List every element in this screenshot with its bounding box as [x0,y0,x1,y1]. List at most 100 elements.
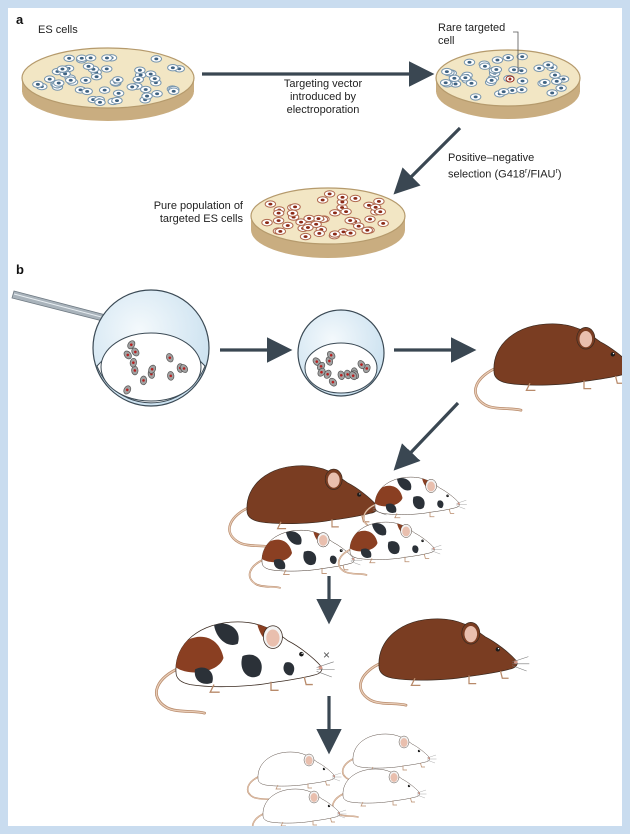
cell [479,62,491,70]
embryo-cell [317,367,326,377]
cell [349,194,362,203]
cell [111,96,123,105]
embryo-cell [148,364,157,374]
pure-line-2: targeted ES cells [159,213,243,225]
cell [141,92,153,100]
cell [364,215,376,223]
cell [336,193,349,201]
cell [361,226,373,234]
cell [439,79,452,87]
cell [490,65,503,74]
figure-panel: a ES cells Rare targeted cell Targeting … [8,8,622,826]
inner-cell-mass [123,340,189,395]
cell [53,79,65,87]
cell [289,203,301,211]
cell [542,61,554,69]
cell [151,90,163,98]
white-mouse [331,768,427,818]
embryo-cell [337,370,345,380]
cell [469,93,482,101]
chimeric-mouse [337,521,442,576]
targeted-cell-dish [435,31,581,119]
chimeric-mouse [155,621,335,715]
embryo-cell [123,350,132,360]
white-mouse [251,788,347,826]
cell [101,54,113,62]
vector-line-2: introduced by [289,91,357,103]
cell [167,64,179,72]
cell [344,216,356,225]
cell [313,229,325,238]
cell [508,66,520,74]
cell [80,76,92,85]
cell [84,54,97,62]
cell [302,223,314,232]
cell [272,209,285,217]
vector-line-3: electroporation [286,104,360,116]
cell [112,76,124,84]
cell [140,85,152,94]
pure-line-1: Pure population of [153,200,243,212]
chimeric-litter [228,465,467,589]
cell [272,216,285,225]
cell [441,67,453,76]
pure-population-dish [250,187,406,258]
cell [63,54,75,62]
embryo-cell [167,371,175,381]
blastocyst-injection [92,289,210,407]
arrow-birth [393,401,460,471]
cell [373,197,385,206]
vector-line-1: Targeting vector [283,78,363,90]
cell [94,98,106,107]
embryo-cell [328,377,338,387]
cell [132,75,144,84]
cell [261,218,273,227]
cell [516,85,528,94]
brown-mouse [228,465,389,549]
selection-line-1: Positive–negative [448,152,535,164]
panel-a-letter: a [16,12,24,27]
embryo-cell [127,340,136,350]
cell [463,58,476,66]
arrow-selection [393,126,462,195]
targeted-cell-colony [261,190,389,241]
brown-mouse [359,618,530,707]
cell [352,222,365,230]
cell [377,219,389,228]
surrogate-mother-mouse [474,323,622,412]
es-cells-label: ES cells [38,24,78,36]
white-mouse [246,751,342,801]
cell [310,220,322,228]
cell [286,209,299,217]
cell [82,62,95,71]
cell [303,214,315,223]
chimeric-mouse [248,529,363,589]
embryo-cell [166,353,174,363]
pointer-line [513,31,519,72]
cell [533,64,545,72]
cell [167,87,180,95]
cell [374,208,387,216]
embryo-cell [357,360,366,370]
embryo-cell [129,357,137,368]
cell [134,66,146,74]
brown-mouse [474,323,622,412]
rare-targeted-label: Rare targeted [438,22,506,34]
cell [448,74,461,82]
cell [43,75,56,83]
cell [126,83,138,91]
cell [497,88,510,96]
cell [459,74,472,82]
cell [551,77,563,85]
embryo-cell [131,365,139,376]
cell [491,56,504,64]
selection-line-2: selection (G418r/FIAUr) [448,168,562,181]
cell [90,72,103,81]
embryo-cell [139,375,148,386]
pure-population-label: Pure population of targeted ES cells [123,200,243,226]
cell [516,77,529,85]
cell [323,190,336,198]
es-cell-colony [439,52,570,101]
selection-label: Positive–negative selection (G418r/FIAUr… [448,152,562,182]
breeding-cross [155,618,530,715]
